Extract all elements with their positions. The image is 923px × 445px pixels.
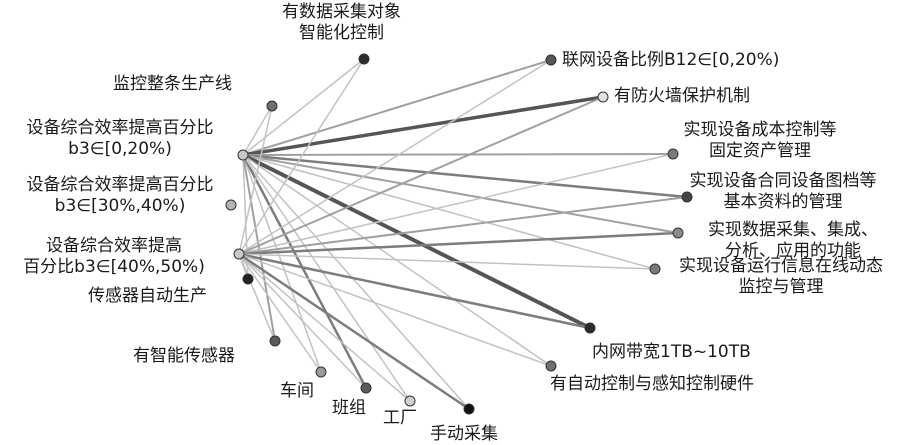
node-bandwidth [584, 322, 596, 334]
edge-oee_0_20-smart_control [242, 58, 365, 156]
label-factory: 工厂 [383, 408, 417, 428]
label-contract-docs: 实现设备合同设备图档等基本资料的管理 [689, 171, 877, 212]
label-sensor-auto: 传感器自动生产 [88, 286, 207, 306]
edge-oee_40_50-auto_control_hw [238, 253, 552, 367]
edge-oee_0_20-bandwidth [241, 153, 592, 330]
label-workshop: 车间 [280, 381, 314, 401]
label-firewall: 有防火墙保护机制 [614, 86, 750, 106]
label-auto-control-hw: 有自动控制与感知控制硬件 [550, 374, 754, 394]
node-data-integration [672, 227, 684, 239]
edge-oee_40_50-smart_sensor [238, 253, 276, 342]
node-smart-sensor [269, 335, 281, 347]
label-smart-sensor: 有智能传感器 [133, 346, 235, 366]
edge-oee_0_20-contract_docs [241, 153, 689, 199]
node-cost-control [667, 148, 679, 160]
label-online-monitor: 实现设备运行信息在线动态监控与管理 [679, 256, 883, 297]
edge-oee_0_20-cost_control [242, 153, 674, 156]
edge-oee_40_50-workshop [238, 253, 322, 373]
node-sensor-auto [242, 273, 254, 285]
node-oee-40-50 [233, 248, 245, 260]
label-manual: 手动采集 [430, 424, 498, 444]
label-bandwidth: 内网带宽1TB~10TB [592, 342, 751, 362]
edge-oee_40_50-cost_control [238, 153, 674, 255]
node-oee-0-20 [237, 149, 249, 161]
edge-oee_40_50-firewall [238, 96, 604, 255]
node-manual [463, 403, 475, 415]
label-smart-control: 有数据采集对象智能化控制 [282, 2, 401, 43]
edge-oee_0_20-manual [242, 154, 470, 410]
node-auto-control-hw [545, 360, 557, 372]
node-monitor-line [266, 100, 278, 112]
edge-oee_40_50-network_ratio [238, 59, 552, 255]
edge-oee_0_20-auto_control_hw [242, 154, 552, 367]
edge-oee_0_20-firewall [241, 95, 605, 157]
edge-oee_40_50-smart_control [238, 58, 365, 255]
edge-oee_40_50-monitor_line [238, 105, 273, 255]
node-smart-control [358, 53, 370, 65]
edge-oee_40_50-contract_docs [238, 196, 688, 255]
node-online-monitor [649, 263, 661, 275]
label-data-integration: 实现数据采集、集成、分析、应用的功能 [708, 220, 878, 261]
edge-oee_0_20-monitor_line [242, 105, 273, 156]
label-oee-40-50: 设备综合效率提高百分比b3∈[40%,50%) [23, 236, 205, 277]
label-team: 班组 [332, 398, 366, 418]
label-cost-control: 实现设备成本控制等固定资产管理 [683, 120, 837, 161]
edge-oee_40_50-factory [238, 253, 411, 402]
label-network-ratio: 联网设备比例B12∈[0,20%) [562, 50, 780, 70]
edge-oee_0_20-team [241, 153, 368, 390]
edge-oee_0_20-factory [242, 154, 411, 402]
node-contract-docs [681, 191, 693, 203]
edge-oee_40_50-online_monitor [238, 253, 656, 270]
node-oee-30-40 [225, 199, 237, 211]
node-network-ratio [545, 54, 557, 66]
label-monitor-line: 监控整条生产线 [113, 74, 232, 94]
edge-oee_40_50-team [238, 253, 367, 389]
edge-oee_40_50-data_integration [237, 231, 680, 256]
node-factory [404, 395, 416, 407]
edge-oee_0_20-data_integration [242, 154, 679, 234]
edge-oee_0_20-network_ratio [242, 59, 552, 156]
edge-oee_0_20-smart_sensor [242, 154, 276, 342]
node-team [360, 382, 372, 394]
edge-oee_0_20-online_monitor [242, 154, 656, 270]
edge-oee_40_50-bandwidth [237, 252, 592, 330]
node-workshop [315, 366, 327, 378]
node-firewall [597, 91, 609, 103]
edge-oee_40_50-manual [237, 252, 471, 411]
